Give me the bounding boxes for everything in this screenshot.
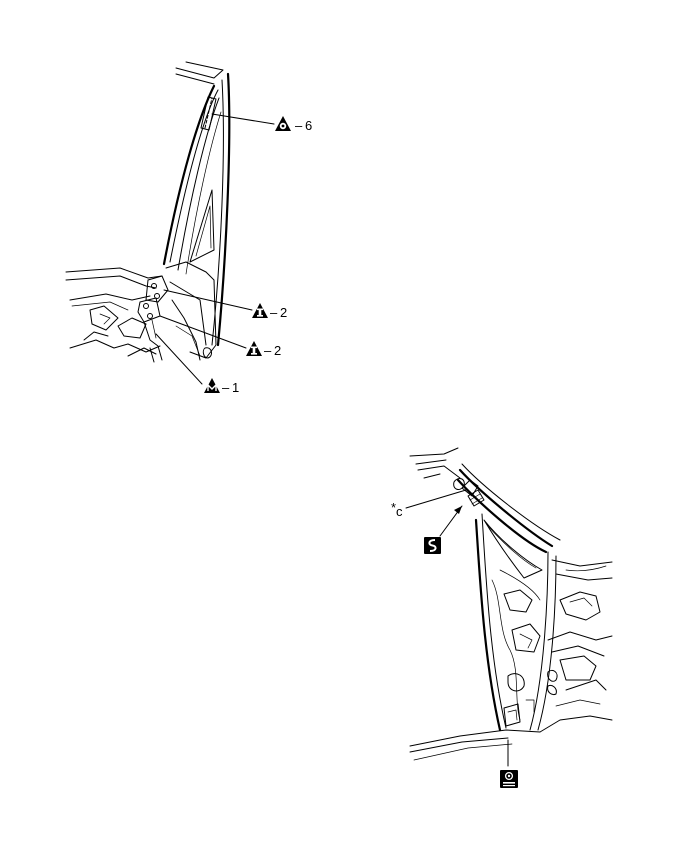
callout-o-6: – 6 — [275, 116, 312, 133]
callout-dash: – — [270, 305, 278, 320]
bottom-pillar-illustration — [409, 447, 613, 761]
s-wave-symbol-icon — [424, 537, 441, 554]
bottom-leader-lines — [405, 489, 509, 767]
callout-dash: – — [264, 343, 272, 358]
top-leader-lines — [155, 113, 275, 385]
callout-number: 2 — [280, 305, 287, 320]
callout-i-2-upper: – 2 — [252, 303, 287, 320]
weld-spot-symbol-icon — [500, 770, 518, 788]
top-pillar-illustration — [65, 61, 231, 363]
callout-dash: – — [295, 118, 303, 133]
callout-number: 2 — [274, 343, 281, 358]
callout-m-1: – 1 — [204, 378, 239, 395]
reference-letter: c — [396, 504, 403, 519]
callout-i-2-lower: – 2 — [246, 341, 281, 358]
reference-c-label: * c — [391, 500, 403, 519]
callout-dash: – — [222, 380, 230, 395]
callout-number: 1 — [232, 380, 239, 395]
callout-number: 6 — [305, 118, 312, 133]
reference-asterisk: * — [391, 500, 396, 515]
triangle-m-symbol-icon — [204, 378, 220, 393]
